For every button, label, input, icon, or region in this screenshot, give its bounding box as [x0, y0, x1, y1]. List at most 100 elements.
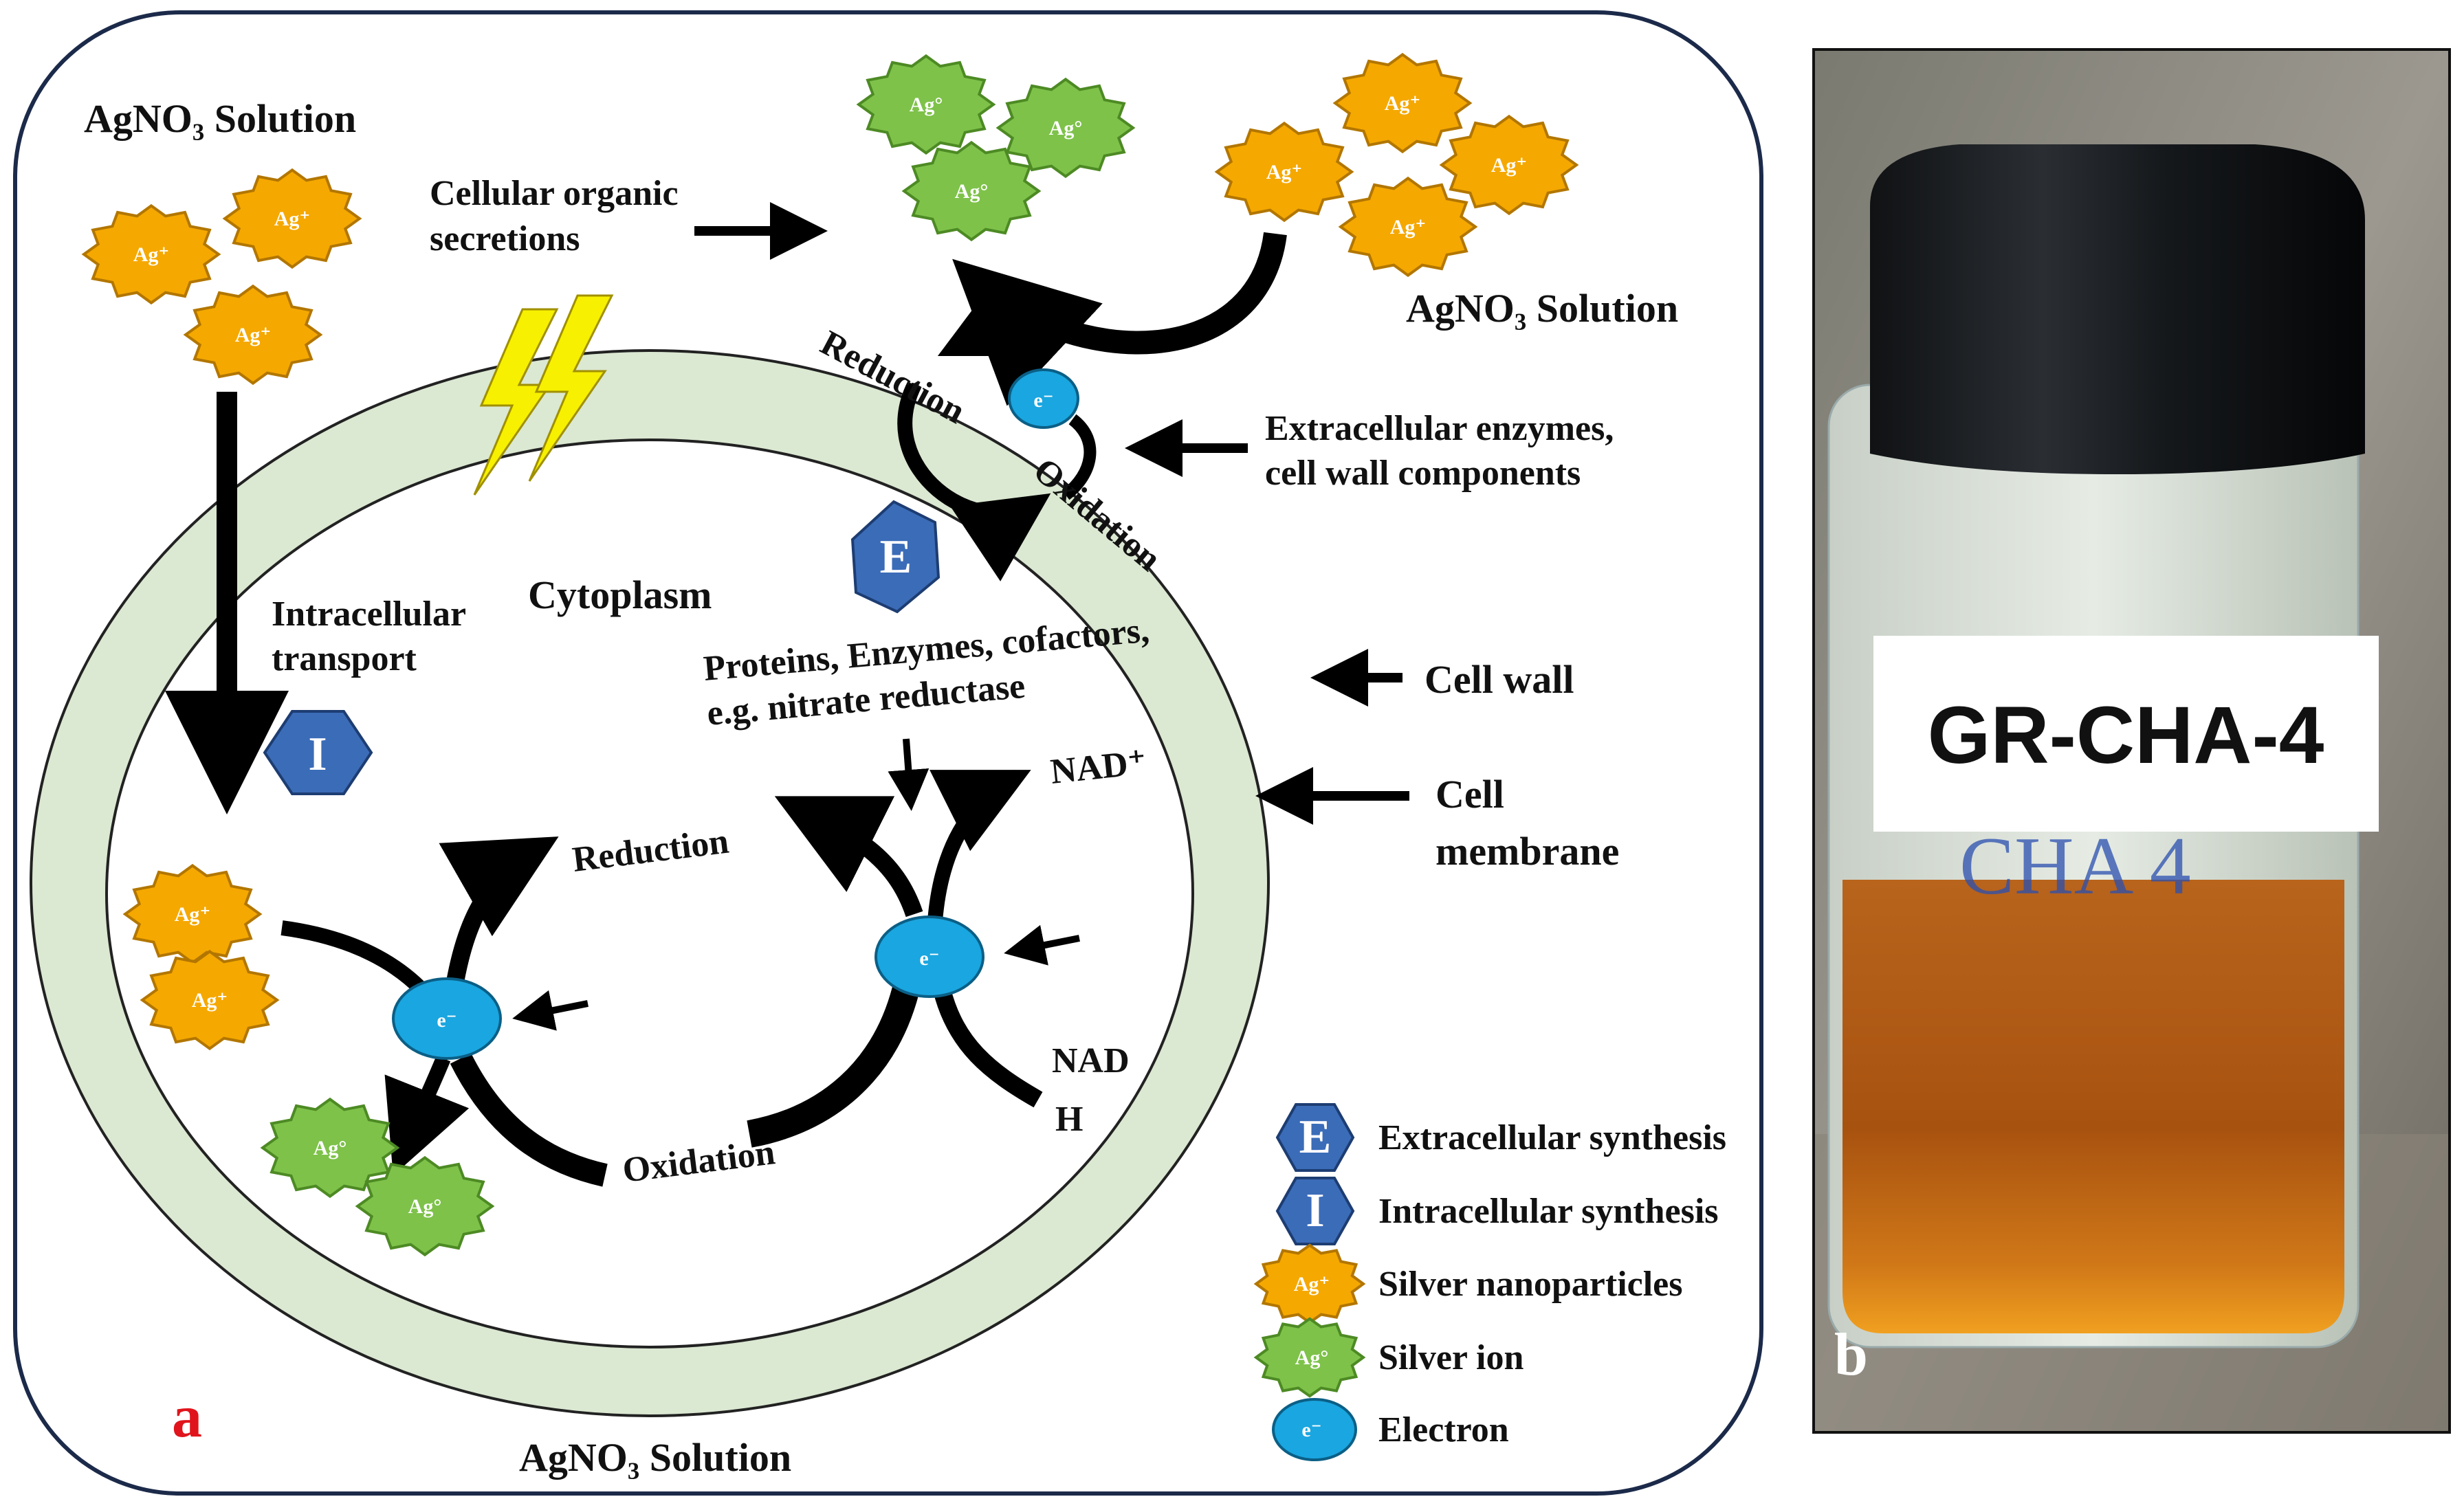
top-cycle-lower: [897, 381, 1051, 581]
curved-arrows: [280, 232, 1287, 1187]
legend-label-4: Silver ion: [1378, 1338, 1524, 1377]
hexagon-i-label: I: [308, 728, 327, 781]
electron-left-label: e⁻: [437, 1009, 456, 1032]
legend-symbol-4: [1253, 1317, 1366, 1398]
ag-plus-ion-3-label: Ag⁺: [235, 324, 272, 346]
ion-group: Ag⁺ Ag⁺ Ag⁺ Ag⁺ Ag⁺ Ag⁺ Ag⁺ Ag⁺ Ag⁺ Ag° Ag° Ag° Ag° A…: [81, 52, 1579, 1257]
nadh-label-2: H: [1055, 1100, 1083, 1139]
legend-item-2: I Intracellular synthesis: [1275, 1177, 1719, 1245]
vial-cap: [1870, 144, 2365, 474]
ag-plus-ion-8-label: Ag⁺: [175, 903, 211, 926]
legend-label-3: Silver nanoparticles: [1378, 1265, 1682, 1304]
intracellular-transport-label-2: transport: [272, 639, 417, 678]
legend-symbol-label-5: e⁻: [1301, 1419, 1321, 1441]
secretions-label-1: Cellular organic: [430, 174, 679, 213]
extracellular-enzymes-label-1: Extracellular enzymes,: [1265, 409, 1614, 448]
agno3-bottom-label: AgNO₃ Solution: [519, 1435, 791, 1480]
right-x-upper-right: [927, 770, 1031, 922]
straight-arrows: [165, 202, 1409, 1031]
legend-item-5: e⁻ Electron: [1272, 1398, 1509, 1461]
legend-item-4: Ag° Silver ion: [1253, 1317, 1524, 1398]
legend-label-1: Extracellular synthesis: [1378, 1118, 1726, 1157]
left-electron-pointer-arrow: [512, 990, 588, 1031]
legend-symbol-1: [1275, 1103, 1355, 1172]
electron-right: e⁻: [874, 915, 984, 998]
ag-zero-ion-1: Ag°: [856, 54, 996, 155]
intracellular-transport-label-1: Intracellular: [272, 595, 466, 634]
vial-liquid: [1842, 880, 2344, 1333]
lightning-icon: [473, 294, 614, 496]
legend-symbol-label-3: Ag⁺: [1294, 1273, 1330, 1296]
left-x-lower-left: [384, 1055, 470, 1176]
hexagon-e: E: [850, 500, 940, 614]
hexagon-i: I: [263, 710, 373, 795]
ag-zero-ion-1-label: Ag°: [910, 93, 943, 116]
panel-b-photo: GR-CHA-4 CHA 4 b: [1812, 48, 2451, 1434]
ag-zero-ion-3-label: Ag°: [955, 180, 989, 203]
ag-zero-ion-2: Ag°: [996, 77, 1136, 179]
vial-label-sticker: [1873, 636, 2379, 832]
cytoplasm-label: Cytoplasm: [528, 573, 712, 617]
right-x-lower-right: [933, 987, 1043, 1108]
panel-b-letter: b: [1834, 1322, 1868, 1388]
legend-symbol-2: [1275, 1177, 1355, 1245]
ag-plus-ion-8: Ag⁺: [122, 863, 263, 965]
cell-membrane-label-1: Cell: [1436, 772, 1504, 817]
nadh-label-1: NAD: [1052, 1041, 1130, 1080]
secretions-label-2: secretions: [430, 219, 580, 258]
ag-plus-ion-2-label: Ag⁺: [274, 208, 311, 230]
electron-top: e⁻: [1008, 368, 1079, 429]
right-x-upper-left: [774, 796, 923, 918]
panel-a-letter: a: [172, 1384, 202, 1450]
electron-right-label: e⁻: [919, 947, 939, 970]
panel-a: Ag⁺Ag⁺Ag⁺Ag⁺Ag⁺Ag⁺Ag⁺Ag⁺Ag⁺Ag°Ag°Ag°Ag°A…: [13, 10, 1763, 1496]
ag-plus-ion-6: Ag⁺: [1439, 114, 1579, 216]
top-cycle-right: [1062, 414, 1097, 500]
ag-plus-ion-5: Ag⁺: [1214, 121, 1354, 223]
electron-left: e⁻: [392, 977, 502, 1060]
right-electron-pointer-arrow: [1004, 924, 1080, 966]
hexagon-e-label: E: [880, 531, 912, 584]
ag-plus-ion-9-label: Ag⁺: [192, 989, 228, 1012]
left-x-upper-right: [439, 836, 559, 992]
cell-membrane-label-2: membrane: [1436, 829, 1619, 874]
electrons: e⁻ e⁻ e⁻: [392, 368, 1079, 1060]
top-cycle-upper: [937, 289, 1056, 363]
ag-zero-ion-5: Ag°: [355, 1155, 495, 1257]
vial-handwriting: CHA 4: [1959, 820, 2191, 911]
ag-plus-ion-2: Ag⁺: [222, 168, 362, 269]
extracellular-enzymes-label-2: cell wall components: [1265, 454, 1581, 493]
legend-symbol-label-4: Ag°: [1295, 1346, 1329, 1369]
ag-zero-ion-4: Ag°: [260, 1097, 400, 1199]
ag-zero-ion-5-label: Ag°: [408, 1195, 442, 1218]
ag-zero-ion-4-label: Ag°: [314, 1137, 347, 1159]
ag-plus-ion-1: Ag⁺: [81, 203, 221, 305]
ag-plus-ion-9: Ag⁺: [140, 949, 280, 1051]
legend-symbol-label-1: E: [1299, 1111, 1332, 1164]
legend-label-5: Electron: [1378, 1410, 1509, 1450]
vial-label-text: GR-CHA-4: [1928, 690, 2324, 781]
ag-plus-ion-5-label: Ag⁺: [1266, 161, 1303, 184]
cell-wall-label: Cell wall: [1424, 657, 1574, 702]
legend-label-2: Intracellular synthesis: [1378, 1192, 1719, 1231]
legend-item-3: Ag⁺ Silver nanoparticles: [1253, 1243, 1682, 1324]
ag-plus-ion-4-label: Ag⁺: [1385, 92, 1421, 115]
legend-symbol-5: [1272, 1398, 1357, 1461]
legend-item-1: E Extracellular synthesis: [1275, 1103, 1726, 1172]
ag-plus-ion-1-label: Ag⁺: [133, 243, 170, 266]
ag-zero-ion-3: Ag°: [901, 140, 1042, 242]
ag-plus-ion-3: Ag⁺: [183, 284, 323, 386]
ag-plus-ion-7: Ag⁺: [1338, 176, 1478, 278]
ag-plus-ion-4: Ag⁺: [1332, 52, 1473, 154]
electron-top-label: e⁻: [1033, 389, 1053, 412]
proteins-pointer-arrow: [888, 738, 930, 811]
agno3-top-right-label: AgNO₃ Solution: [1406, 286, 1678, 331]
ag-plus-ion-6-label: Ag⁺: [1491, 154, 1528, 177]
ag-zero-ion-2-label: Ag°: [1049, 117, 1083, 140]
right-x-lower-left: [747, 979, 921, 1148]
legend-symbol-label-2: I: [1306, 1184, 1324, 1237]
left-x-lower-right: [450, 1053, 608, 1187]
